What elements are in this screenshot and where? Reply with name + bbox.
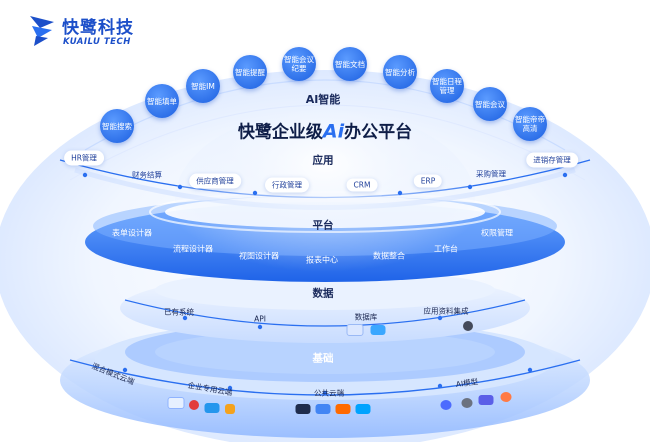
platform-item-report-center: 报表中心	[306, 255, 338, 265]
app-pill-finance: 财务结算	[132, 170, 162, 180]
ai-section-title: AI智能	[305, 93, 341, 106]
ai-bubble-search: 智能搜索	[100, 109, 134, 143]
app-pill-procurement: 采购管理	[476, 169, 506, 179]
data-item-app-integration: 应用资料集成	[423, 306, 469, 316]
app-pill-inventory: 进销存管理	[526, 152, 578, 168]
platform-section-title: 平台	[312, 219, 334, 232]
app-pill-supplier: 供应商管理	[189, 173, 241, 189]
data-item-existing-systems: 已有系统	[164, 307, 194, 317]
egret-logo-icon	[30, 16, 54, 46]
docker-icon	[204, 403, 220, 413]
brand-sub: KUAILU TECH	[63, 37, 131, 47]
google-cloud-icon	[315, 404, 331, 414]
platform-item-view-designer: 视图设计器	[239, 251, 279, 261]
integration-icon	[463, 321, 473, 331]
platform-item-form-designer: 表单设计器	[112, 228, 152, 238]
openai-icon	[461, 398, 473, 408]
platform-item-flow-designer: 流程设计器	[173, 244, 213, 254]
headline-post: 办公平台	[344, 122, 413, 143]
database-icon	[370, 325, 386, 335]
app-section-title: 应用	[312, 154, 334, 167]
ai-bubble-fill-form: 智能填单	[145, 84, 179, 118]
alibaba-cloud-icon	[335, 404, 351, 414]
brand-name: 快鹭科技	[62, 18, 134, 38]
app-pill-erp: ERP	[413, 174, 443, 188]
deepseek-icon	[440, 400, 452, 410]
brand-logo: 快鹭科技 KUAILU TECH	[26, 12, 156, 52]
ai-bubble-hd: 智能帝帝高清	[513, 107, 547, 141]
app-pill-crm: CRM	[346, 178, 378, 192]
base-section-title: 基础	[312, 352, 334, 365]
ai-bubble-im: 智能IM	[186, 69, 220, 103]
ctyun-icon	[167, 397, 185, 409]
data-item-database: 数据库	[354, 312, 378, 322]
ai-bubble-document: 智能文档	[333, 47, 367, 81]
ai-bubble-reminder: 智能提醒	[233, 55, 267, 89]
aws-icon	[295, 404, 311, 414]
data-item-api: API	[254, 314, 266, 324]
tencent-cloud-icon	[355, 404, 371, 414]
platform-item-data-integration: 数据整合	[373, 251, 405, 261]
data-section-title: 数据	[312, 287, 334, 300]
platform-item-workbench: 工作台	[434, 244, 458, 254]
app-pill-hr: HR管理	[64, 150, 104, 166]
ai-bubble-analysis: 智能分析	[383, 55, 417, 89]
mysql-icon	[346, 324, 364, 336]
headline: 快鹭企业级Ai办公平台	[238, 118, 412, 143]
ai-bubble-meeting: 智能会议	[473, 87, 507, 121]
headline-ai: Ai	[322, 120, 345, 143]
llm-icon	[500, 392, 512, 402]
qwen-icon	[478, 395, 494, 405]
ai-bubble-meeting-minutes: 智能会议纪要	[282, 47, 316, 81]
ai-bubble-schedule: 智能日程管理	[430, 69, 464, 103]
base-item-public-cloud: 公共云端	[314, 388, 344, 398]
platform-item-permission: 权限管理	[481, 228, 513, 238]
huawei-cloud-icon	[189, 400, 199, 410]
headline-pre: 快鹭企业级	[237, 122, 323, 143]
app-pill-admin: 行政管理	[265, 177, 309, 193]
azure-icon	[225, 404, 235, 414]
